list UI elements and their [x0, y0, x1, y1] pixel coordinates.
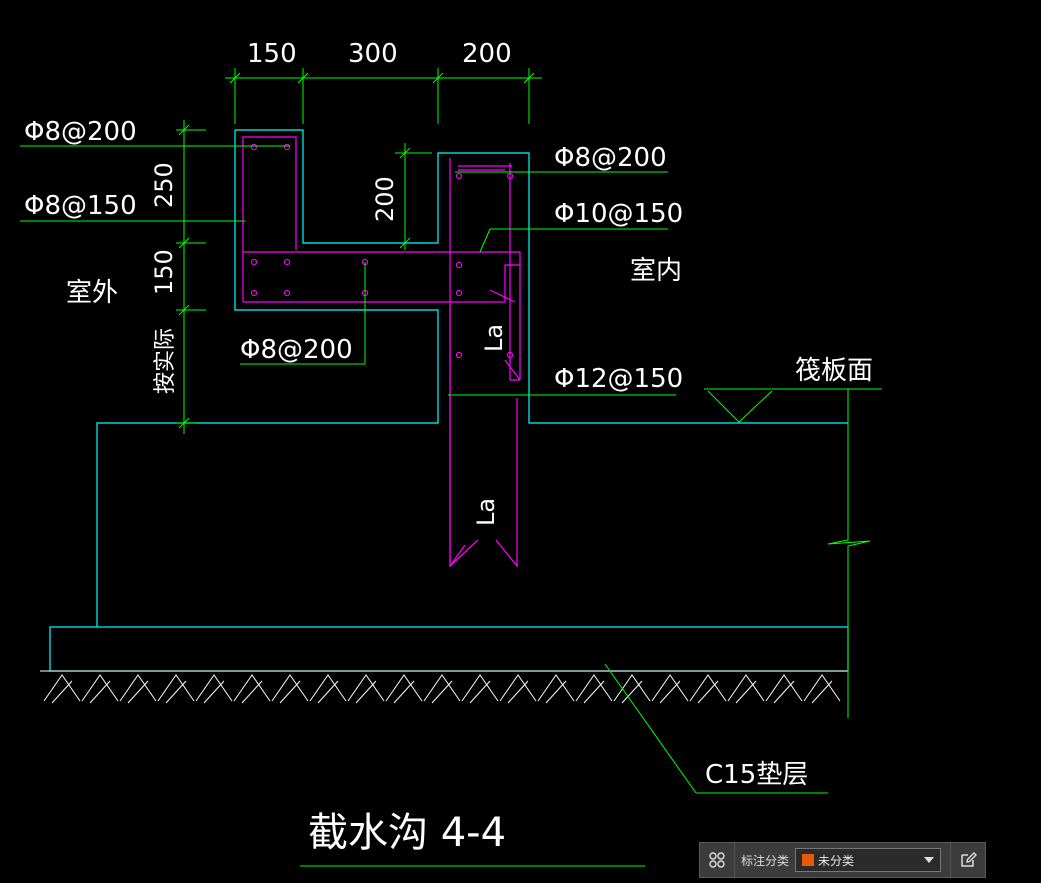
rebar-label-1: Φ8@200 [24, 117, 137, 147]
rebar-label-5: Φ10@150 [554, 199, 683, 229]
hatch-mark [613, 674, 651, 702]
hatch-mark [621, 680, 643, 704]
hatch-mark [157, 674, 195, 702]
hatch-mark [423, 674, 461, 702]
hatch-mark [127, 680, 149, 704]
dim-left-250: 250 [150, 162, 178, 208]
label-indoor: 室内 [630, 256, 682, 286]
rebar-texts: Φ8@200 Φ8@150 Φ8@200 Φ8@200 Φ10@150 Φ12@… [24, 117, 683, 394]
hatch-mark [317, 680, 339, 704]
dim-inner-200: 200 [371, 176, 399, 222]
concrete-outline [49, 129, 849, 672]
rebar-label-4: Φ8@200 [554, 143, 667, 173]
hatch-mark [355, 680, 377, 704]
annotation-category-toolbar: 标注分类 未分类 [699, 842, 986, 878]
hatch-mark [697, 680, 719, 704]
hatch-mark [773, 680, 795, 704]
rebar-dots [250, 143, 514, 359]
ground-hatch [40, 670, 848, 704]
hatch-mark [393, 680, 415, 704]
hatch-mark [659, 680, 681, 704]
grid-icon[interactable] [700, 843, 735, 877]
hatch-mark [507, 680, 529, 704]
hatch-mark [651, 674, 689, 702]
hatch-mark [271, 674, 309, 702]
label-outdoor: 室外 [66, 278, 118, 308]
hatch-mark [233, 674, 271, 702]
hatch-mark [499, 674, 537, 702]
hatch-mark [689, 674, 727, 702]
drawing-title: 截水沟 4-4 [308, 810, 506, 856]
label-raft-surface: 筏板面 [795, 356, 873, 386]
category-label: 标注分类 [741, 853, 790, 868]
dim-top-150: 150 [247, 39, 297, 69]
hatch-mark [241, 680, 263, 704]
hatch-mark [765, 674, 803, 702]
rebar-label-6: Φ12@150 [554, 364, 683, 394]
category-selected-value: 未分类 [818, 853, 855, 868]
category-select[interactable]: 未分类 [795, 848, 942, 872]
hatch-mark [51, 680, 73, 704]
hatch-mark [43, 674, 81, 702]
hatch-mark [89, 680, 111, 704]
hatch-mark [347, 674, 385, 702]
dim-top-300: 300 [348, 39, 398, 69]
rebar-label-2: Φ8@150 [24, 191, 137, 221]
category-color-swatch [802, 854, 815, 866]
annotation-texts: 室外 室内 筏板面 La La C15垫层 截水沟 4-4 [66, 256, 873, 856]
hatch-mark [385, 674, 423, 702]
hatch-mark [727, 674, 765, 702]
label-cushion: C15垫层 [705, 760, 808, 790]
chevron-down-icon[interactable] [924, 857, 935, 863]
hatch-mark [431, 680, 453, 704]
dim-top-200: 200 [462, 39, 512, 69]
hatch-mark [119, 674, 157, 702]
hatch-mark [575, 674, 613, 702]
hatch-mark [203, 680, 225, 704]
hatch-mark [469, 680, 491, 704]
rebar-label-3: Φ8@200 [240, 335, 353, 365]
hatch-mark [537, 674, 575, 702]
hatch-mark [811, 680, 833, 704]
dimension-texts: 150 300 200 250 150 按实际 200 [150, 39, 512, 394]
label-la-upper: La [480, 324, 508, 352]
label-la-lower: La [472, 498, 500, 526]
dim-left-150: 150 [150, 249, 178, 295]
rebar-lines [242, 136, 521, 568]
hatch-mark [81, 674, 119, 702]
hatch-mark [735, 680, 757, 704]
dimension-lines [20, 68, 882, 867]
hatch-mark [279, 680, 301, 704]
dim-left-span: 按实际 [153, 328, 178, 394]
hatch-mark [545, 680, 567, 704]
hatch-mark [803, 674, 841, 702]
hatch-mark [195, 674, 233, 702]
hatch-mark [309, 674, 347, 702]
hatch-mark [165, 680, 187, 704]
hatch-mark [583, 680, 605, 704]
hatch-mark [461, 674, 499, 702]
edit-icon[interactable] [950, 843, 985, 877]
